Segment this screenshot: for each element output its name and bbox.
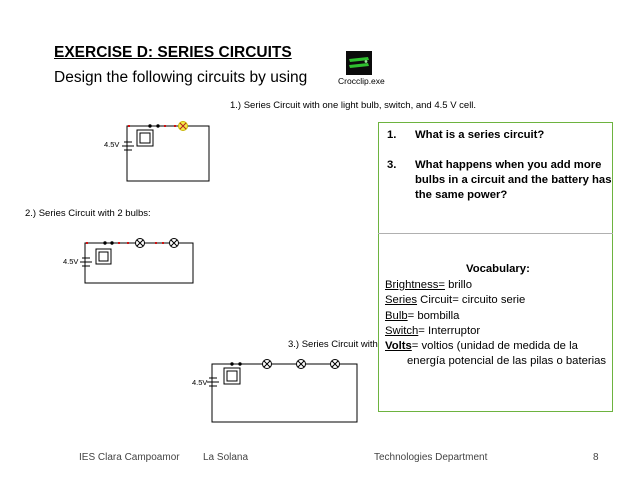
vocab-definition: = voltios (unidad de medida de la bbox=[411, 340, 578, 353]
vocab-definition: = circuito serie bbox=[452, 294, 526, 307]
circuit-1-voltage-label: 4.5V bbox=[104, 140, 120, 149]
vocab-item: Switch= Interruptor bbox=[385, 324, 615, 339]
vocab-definition: = Interruptor bbox=[418, 324, 481, 337]
circuit-3 bbox=[207, 359, 358, 423]
question-3-number: 3. bbox=[387, 159, 397, 171]
vocab-term: Bulb bbox=[385, 309, 408, 322]
vocab-item: Volts= voltios (unidad de medida de la bbox=[385, 339, 615, 354]
vocab-term: Volts bbox=[385, 340, 412, 353]
questions-divider bbox=[378, 233, 613, 234]
vocab-term: Brightness= bbox=[385, 279, 445, 291]
logo-label: Crocclip.exe bbox=[338, 76, 385, 86]
vocab-term: Series bbox=[385, 294, 418, 307]
footer-location: La Solana bbox=[203, 452, 249, 463]
circuit-1 bbox=[122, 121, 210, 182]
vocabulary-title: Vocabulary: bbox=[466, 263, 530, 275]
exercise-subtitle: Design the following circuits by using bbox=[54, 69, 308, 86]
questions-box bbox=[378, 122, 613, 412]
question-1-text: What is a series circuit? bbox=[415, 129, 545, 141]
circuit-3-voltage-label: 4.5V bbox=[192, 378, 208, 387]
footer-page-number: 8 bbox=[593, 452, 599, 463]
vocab-item: Series Circuit= circuito serie bbox=[385, 293, 615, 308]
crocodile-clip-icon bbox=[346, 51, 372, 75]
circuit-2 bbox=[80, 238, 194, 284]
vocabulary-list: Brightness= brillo Series Circuit= circu… bbox=[385, 278, 615, 370]
vocab-definition: = bombilla bbox=[407, 309, 460, 322]
vocab-continuation: energía potencial de las pilas o bateria… bbox=[407, 355, 607, 368]
question-3-text: What happens when you add more bulbs in … bbox=[415, 159, 612, 201]
crocclip-logo-icon bbox=[346, 51, 372, 75]
footer-department: Technologies Department bbox=[374, 452, 488, 463]
vocab-item: Bulb= bombilla bbox=[385, 309, 615, 324]
vocab-definition: brillo bbox=[444, 279, 472, 291]
vocab-term: Switch bbox=[385, 324, 419, 337]
vocab-item: Brightness= brillo bbox=[385, 278, 615, 293]
question-3: 3. What happens when you add more bulbs … bbox=[387, 158, 617, 208]
question-1: 1. What is a series circuit? bbox=[387, 128, 617, 146]
footer-school: IES Clara Campoamor bbox=[79, 452, 180, 463]
circuit-3-caption: 3.) Series Circuit with bbox=[288, 339, 378, 350]
circuit-2-voltage-label: 4.5V bbox=[63, 257, 79, 266]
circuit-2-caption: 2.) Series Circuit with 2 bulbs: bbox=[25, 208, 151, 219]
circuit-2-terminals bbox=[86, 242, 164, 244]
exercise-title: EXERCISE D: SERIES CIRCUITS bbox=[54, 44, 292, 61]
circuit-1-terminals bbox=[128, 125, 176, 127]
question-1-number: 1. bbox=[387, 129, 397, 141]
vocab-term-2: Circuit bbox=[417, 294, 453, 307]
circuit-1-caption: 1.) Series Circuit with one light bulb, … bbox=[230, 100, 477, 111]
